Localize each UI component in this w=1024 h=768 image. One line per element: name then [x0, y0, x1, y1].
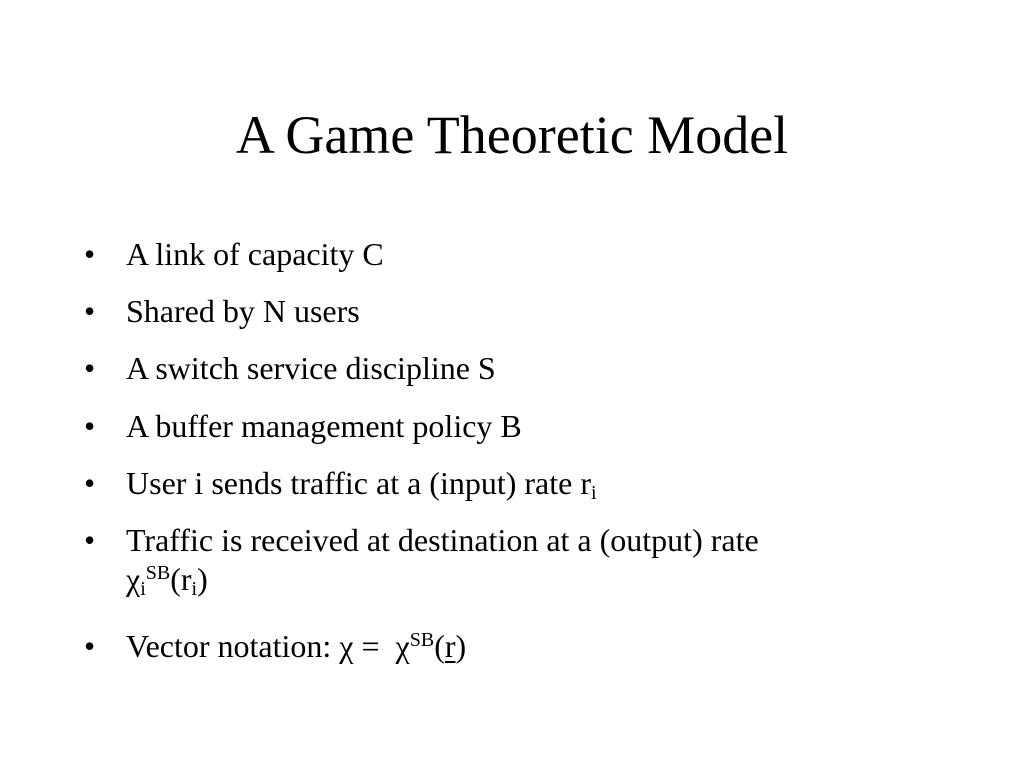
bullet-dot: •: [84, 350, 96, 386]
equals-sign: =: [353, 628, 396, 664]
bullet-dot: •: [84, 293, 96, 329]
bullet-text: A link of capacity C: [126, 236, 384, 272]
bullet-text: Vector notation: χ = χSB(r): [126, 628, 466, 664]
r-vector-symbol: r: [444, 628, 456, 664]
superscript: SB: [409, 629, 435, 651]
chi-vector-symbol: χ: [395, 628, 410, 664]
bullet-formula: χiSB(ri): [126, 561, 208, 600]
bullet-text: Traffic is received at destination at a …: [126, 522, 759, 558]
slide-title: A Game Theoretic Model: [235, 105, 789, 165]
subscript: i: [140, 578, 146, 600]
bullet-text: A buffer management policy B: [126, 408, 522, 444]
bullet-dot: •: [84, 628, 96, 664]
bullet-text: User i sends traffic at a (input) rate r…: [126, 465, 597, 504]
bullet-text: A switch service discipline S: [126, 350, 496, 386]
bullet-dot: •: [84, 465, 96, 501]
chi-symbol: χ: [126, 561, 141, 597]
bullet-text-main: User i sends traffic at a (input) rate r: [126, 465, 591, 501]
bullet-dot: •: [84, 408, 96, 444]
formula-open: (r: [170, 561, 192, 597]
bullet-dot: •: [84, 236, 96, 272]
formula-close: ): [197, 561, 208, 597]
subscript: i: [591, 482, 597, 504]
superscript: SB: [145, 562, 171, 584]
formula-open: (: [434, 628, 445, 664]
bullet-text: Shared by N users: [126, 293, 360, 329]
subscript: i: [191, 578, 198, 600]
chi-vector-symbol: χ: [339, 628, 354, 664]
bullet-text-main: Vector notation:: [126, 628, 340, 664]
formula-close: ): [455, 628, 467, 664]
bullet-dot: •: [84, 522, 96, 558]
